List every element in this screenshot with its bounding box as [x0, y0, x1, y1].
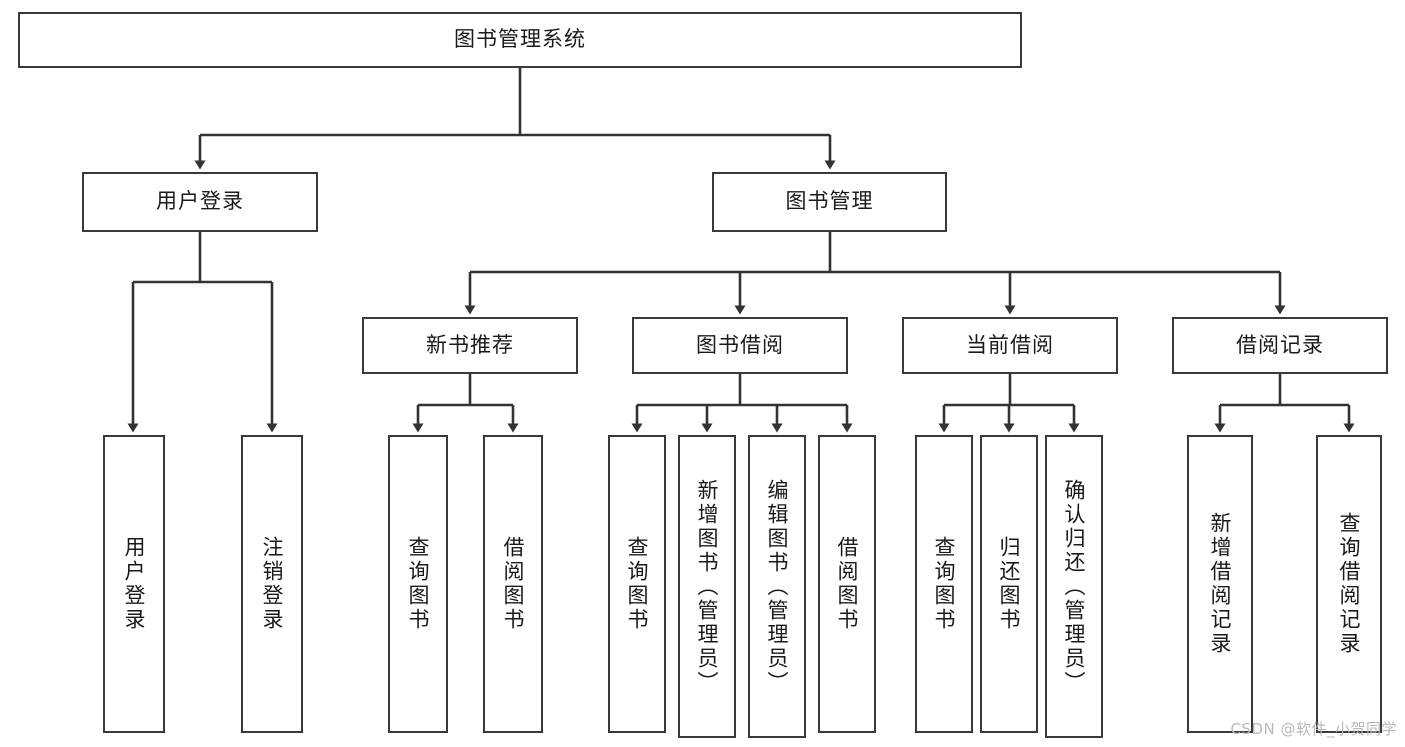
node-root[interactable]: 图书管理系统 — [18, 12, 1022, 68]
leaf-edit-book-label: 编辑图书（管理员） — [765, 478, 790, 695]
node-current-borrow-label: 当前借阅 — [966, 332, 1054, 357]
node-borrow-record-label: 借阅记录 — [1236, 332, 1324, 357]
node-book-borrow-label: 图书借阅 — [696, 332, 784, 357]
leaf-query-book-2[interactable]: 查询图书 — [608, 435, 666, 733]
node-book-borrow[interactable]: 图书借阅 — [632, 317, 848, 374]
leaf-query-record-label: 查询借阅记录 — [1337, 512, 1362, 656]
leaf-return-book[interactable]: 归还图书 — [980, 435, 1038, 733]
leaf-add-book[interactable]: 新增图书（管理员） — [678, 435, 736, 738]
node-new-book-rec-label: 新书推荐 — [426, 332, 514, 357]
leaf-query-book-1[interactable]: 查询图书 — [388, 435, 448, 733]
node-current-borrow[interactable]: 当前借阅 — [902, 317, 1118, 374]
leaf-query-record[interactable]: 查询借阅记录 — [1316, 435, 1382, 733]
leaf-add-book-label: 新增图书（管理员） — [695, 478, 720, 695]
leaf-query-book-1-label: 查询图书 — [406, 536, 431, 632]
node-root-label: 图书管理系统 — [454, 27, 586, 52]
node-new-book-rec[interactable]: 新书推荐 — [362, 317, 578, 374]
node-borrow-record[interactable]: 借阅记录 — [1172, 317, 1388, 374]
leaf-borrow-book-2-label: 借阅图书 — [835, 536, 860, 632]
node-book-manage[interactable]: 图书管理 — [712, 172, 947, 232]
leaf-borrow-book-1-label: 借阅图书 — [501, 536, 526, 632]
leaf-logout[interactable]: 注销登录 — [241, 435, 303, 733]
leaf-query-book-2-label: 查询图书 — [625, 536, 650, 632]
leaf-add-record-label: 新增借阅记录 — [1208, 512, 1233, 656]
leaf-logout-label: 注销登录 — [260, 536, 285, 632]
leaf-borrow-book-1[interactable]: 借阅图书 — [483, 435, 543, 733]
leaf-query-book-3[interactable]: 查询图书 — [915, 435, 973, 733]
leaf-confirm-return-label: 确认归还（管理员） — [1062, 478, 1087, 695]
leaf-edit-book[interactable]: 编辑图书（管理员） — [748, 435, 806, 738]
leaf-query-book-3-label: 查询图书 — [932, 536, 957, 632]
watermark: CSDN @软件_小贺同学 — [1230, 720, 1397, 738]
leaf-borrow-book-2[interactable]: 借阅图书 — [818, 435, 876, 733]
leaf-user-login-label: 用户登录 — [122, 536, 147, 632]
node-user-login-label: 用户登录 — [156, 189, 244, 214]
leaf-user-login[interactable]: 用户登录 — [103, 435, 165, 733]
node-user-login[interactable]: 用户登录 — [82, 172, 318, 232]
leaf-add-record[interactable]: 新增借阅记录 — [1187, 435, 1253, 733]
leaf-return-book-label: 归还图书 — [997, 536, 1022, 632]
leaf-confirm-return[interactable]: 确认归还（管理员） — [1045, 435, 1103, 738]
node-book-manage-label: 图书管理 — [785, 189, 874, 214]
